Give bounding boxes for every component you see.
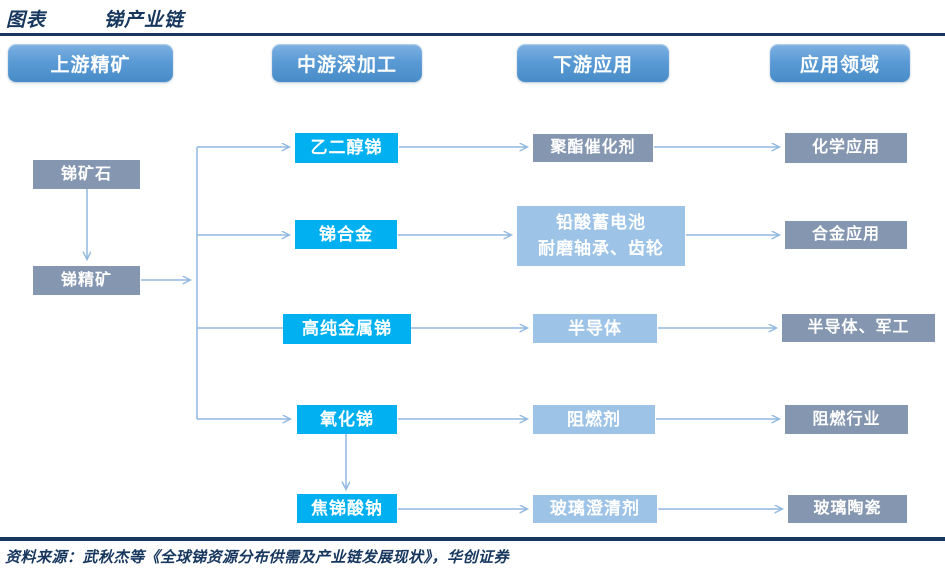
node-alloy-application-label: 合金应用 — [811, 226, 880, 243]
node-ethylene-glycol-antimony: 乙二醇锑 — [295, 133, 398, 163]
header-upstream-label: 上游精矿 — [50, 54, 131, 76]
node-glass-ceramics: 玻璃陶瓷 — [788, 495, 907, 523]
node-semiconductor-military-label: 半导体、军工 — [807, 319, 910, 336]
node-antimony-ore: 锑矿石 — [33, 160, 140, 189]
node-antimony-alloy: 锑合金 — [295, 220, 397, 249]
node-antimony-oxide: 氧化锑 — [297, 405, 397, 434]
figure-title-text: 锑产业链 — [104, 8, 185, 31]
node-ethylene-glycol-antimony-label: 乙二醇锑 — [310, 138, 383, 158]
node-flame-retardant-label: 阻燃剂 — [567, 409, 621, 429]
node-antimony-concentrate-label: 锑精矿 — [60, 271, 112, 289]
header-midstream: 中游深加工 — [272, 44, 422, 82]
node-chemical-application: 化学应用 — [785, 133, 907, 163]
node-flame-retardant: 阻燃剂 — [533, 405, 655, 434]
node-glass-clarifier-label: 玻璃澄清剂 — [550, 499, 640, 519]
node-polyester-catalyst-label: 聚酯催化剂 — [550, 139, 636, 156]
top-divider — [0, 33, 945, 36]
node-flame-retardant-industry: 阻燃行业 — [785, 405, 908, 434]
node-sodium-pyroantimonate-label: 焦锑酸钠 — [311, 498, 383, 518]
node-battery-bearings: 铅酸蓄电池 耐磨轴承、齿轮 — [517, 206, 685, 266]
source-note: 资料来源：武秋杰等《全球锑资源分布供需及产业链发展现状》，华创证券 — [5, 548, 510, 566]
figure-title: 图表 锑产业链 — [6, 4, 184, 32]
node-polyester-catalyst: 聚酯催化剂 — [533, 134, 653, 162]
header-midstream-label: 中游深加工 — [296, 54, 397, 76]
node-battery-line1: 铅酸蓄电池 — [556, 213, 646, 232]
node-flame-retardant-industry-label: 阻燃行业 — [812, 410, 881, 428]
node-semiconductor: 半导体 — [533, 314, 657, 343]
node-antimony-ore-label: 锑矿石 — [60, 165, 112, 183]
header-upstream: 上游精矿 — [8, 44, 173, 82]
node-glass-clarifier: 玻璃澄清剂 — [533, 495, 657, 523]
node-antimony-concentrate: 锑精矿 — [33, 266, 140, 295]
node-high-purity-antimony: 高纯金属锑 — [283, 314, 411, 344]
node-antimony-alloy-label: 锑合金 — [319, 224, 373, 244]
header-downstream: 下游应用 — [517, 44, 669, 82]
node-alloy-application: 合金应用 — [785, 221, 907, 249]
figure-title-prefix: 图表 — [6, 8, 47, 31]
node-chemical-application-label: 化学应用 — [811, 139, 880, 156]
node-glass-ceramics-label: 玻璃陶瓷 — [813, 500, 882, 517]
header-downstream-label: 下游应用 — [552, 54, 633, 76]
bottom-divider — [0, 537, 945, 541]
node-semiconductor-military: 半导体、军工 — [782, 314, 935, 342]
node-antimony-oxide-label: 氧化锑 — [320, 409, 374, 429]
header-application-fields-label: 应用领域 — [799, 54, 880, 76]
node-semiconductor-label: 半导体 — [568, 318, 622, 338]
header-application-fields: 应用领域 — [770, 44, 910, 82]
node-high-purity-antimony-label: 高纯金属锑 — [302, 319, 392, 339]
node-battery-line2: 耐磨轴承、齿轮 — [538, 239, 664, 258]
node-sodium-pyroantimonate: 焦锑酸钠 — [297, 494, 397, 523]
